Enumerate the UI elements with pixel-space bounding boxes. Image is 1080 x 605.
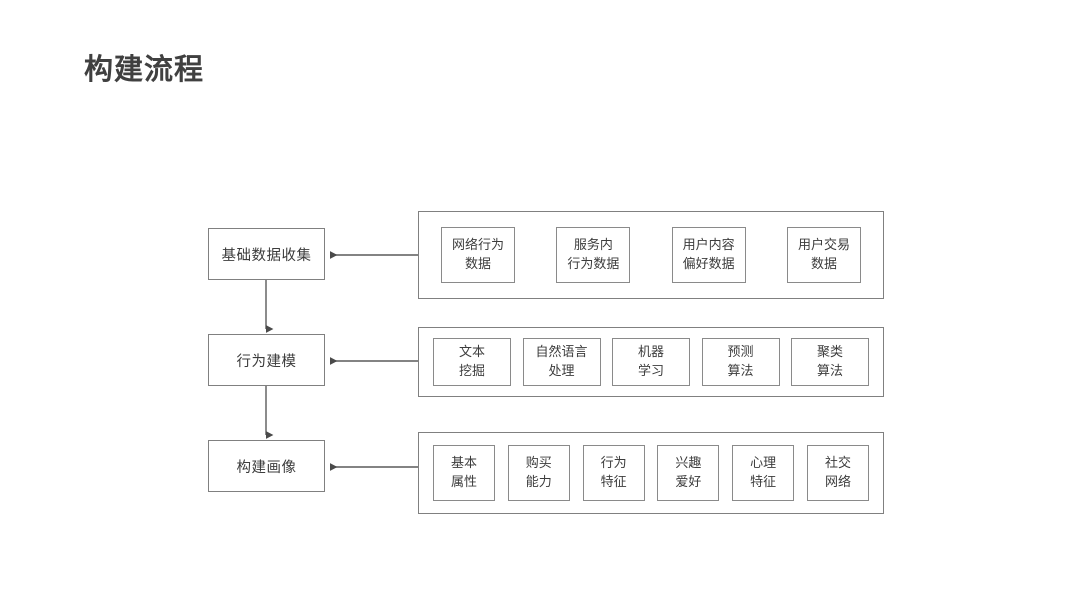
- item-box[interactable]: 自然语言 处理: [522, 338, 601, 386]
- item-line-2: 算法: [727, 363, 754, 378]
- item-line-2: 爱好: [675, 474, 702, 489]
- item-line-2: 数据: [810, 256, 837, 271]
- item-box[interactable]: 社交 网络: [806, 445, 869, 501]
- item-box[interactable]: 预测 算法: [701, 338, 780, 386]
- item-line-1: 社交: [824, 455, 851, 471]
- item-line-1: 聚类: [816, 344, 843, 360]
- item-line-1: 购买: [525, 455, 552, 471]
- item-line-1: 网络行为: [451, 237, 504, 253]
- group-container-3: 基本 属性 购买 能力 行为 特征 兴趣 爱好 心理 特征 社交 网络: [418, 432, 884, 514]
- stage-box-1[interactable]: 基础数据收集: [208, 228, 325, 280]
- item-line-1: 基本: [450, 455, 477, 471]
- item-line-1: 文本: [458, 344, 485, 360]
- item-line-2: 学习: [637, 363, 664, 378]
- item-box[interactable]: 用户内容 偏好数据: [671, 227, 746, 283]
- item-line-1: 自然语言: [535, 344, 588, 360]
- item-box[interactable]: 网络行为 数据: [441, 227, 515, 283]
- item-line-2: 能力: [525, 474, 552, 489]
- item-box[interactable]: 服务内 行为数据: [556, 227, 631, 283]
- item-line-2: 偏好数据: [682, 256, 735, 271]
- item-line-1: 预测: [727, 344, 754, 360]
- item-line-2: 数据: [464, 256, 491, 271]
- item-line-2: 网络: [824, 474, 851, 489]
- item-box[interactable]: 文本 挖掘: [433, 338, 511, 386]
- item-line-1: 心理: [750, 455, 777, 471]
- item-box[interactable]: 心理 特征: [732, 445, 795, 501]
- stage-label-2: 行为建模: [236, 353, 297, 370]
- stage-box-3[interactable]: 构建画像: [208, 440, 325, 492]
- item-box[interactable]: 机器 学习: [612, 338, 690, 386]
- group-container-2: 文本 挖掘 自然语言 处理 机器 学习 预测 算法 聚类 算法: [418, 327, 884, 397]
- item-box[interactable]: 用户交易 数据: [786, 227, 861, 283]
- item-line-2: 特征: [750, 474, 777, 489]
- item-line-2: 行为数据: [567, 256, 620, 271]
- item-line-1: 兴趣: [675, 455, 702, 471]
- item-line-2: 属性: [450, 474, 477, 489]
- stage-box-2[interactable]: 行为建模: [208, 334, 325, 386]
- item-box[interactable]: 兴趣 爱好: [657, 445, 720, 501]
- item-line-1: 机器: [637, 344, 664, 360]
- stage-label-3: 构建画像: [236, 459, 297, 476]
- page-title: 构建流程: [84, 54, 205, 86]
- item-line-2: 算法: [816, 363, 843, 378]
- item-box[interactable]: 行为 特征: [582, 445, 645, 501]
- item-line-2: 挖掘: [458, 363, 485, 378]
- item-line-1: 用户交易: [797, 237, 850, 253]
- group-container-1: 网络行为 数据 服务内 行为数据 用户内容 偏好数据 用户交易 数据: [418, 211, 884, 299]
- item-box[interactable]: 购买 能力: [507, 445, 570, 501]
- item-line-1: 用户内容: [682, 237, 735, 253]
- stage-label-1: 基础数据收集: [221, 247, 312, 264]
- item-line-2: 特征: [600, 474, 627, 489]
- item-line-2: 处理: [548, 363, 575, 378]
- item-box[interactable]: 基本 属性: [433, 445, 495, 501]
- item-box[interactable]: 聚类 算法: [791, 338, 869, 386]
- item-line-1: 服务内: [573, 237, 613, 253]
- item-line-1: 行为: [600, 455, 627, 471]
